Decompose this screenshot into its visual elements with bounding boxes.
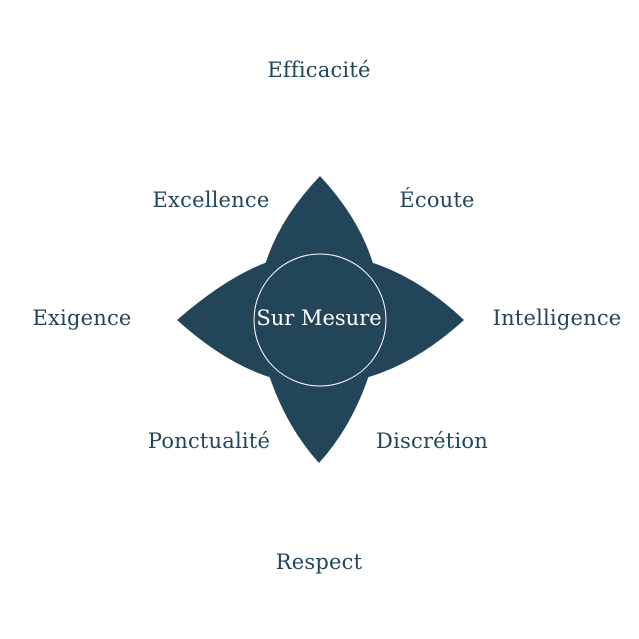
center-label: Sur Mesure (256, 306, 382, 330)
value-label-ponctualite: Ponctualité (147, 429, 271, 453)
value-label-exigence: Exigence (32, 306, 132, 330)
value-label-intelligence: Intelligence (492, 306, 622, 330)
value-label-excellence: Excellence (152, 188, 270, 212)
center-ring (253, 253, 387, 387)
horizontal-petal (177, 253, 464, 386)
value-label-efficacite: Efficacité (267, 58, 371, 82)
value-label-respect: Respect (275, 550, 363, 574)
value-label-ecoute: Écoute (399, 188, 475, 212)
value-label-discretion: Discrétion (376, 429, 488, 453)
